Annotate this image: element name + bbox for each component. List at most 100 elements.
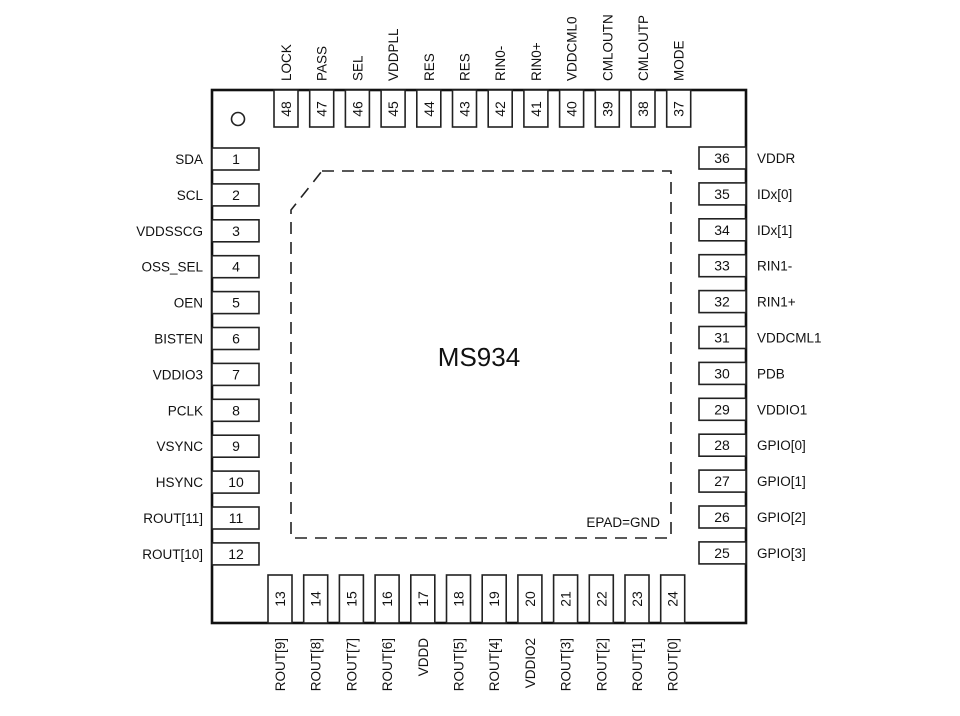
pin-name: RIN0- — [493, 46, 508, 81]
pin-number: 27 — [714, 473, 730, 489]
pin-pad — [211, 398, 260, 423]
pin-pad — [211, 254, 260, 279]
pin-number: 22 — [593, 591, 609, 607]
pin-number: 36 — [714, 150, 730, 166]
pin-number: 26 — [714, 509, 730, 525]
pin-name: ROUT[11] — [143, 511, 203, 526]
pin-number: 5 — [232, 295, 240, 311]
pin-name: GPIO[2] — [757, 510, 806, 525]
pin-name: VDDSSCG — [136, 224, 203, 239]
pin-name: OSS_SEL — [141, 260, 203, 275]
pin-number: 15 — [343, 591, 359, 607]
pin-pad — [211, 470, 260, 494]
pin-pad — [211, 506, 260, 530]
pin-pad — [445, 574, 472, 624]
pin-name: VDDIO2 — [523, 638, 538, 688]
pin-name: GPIO[1] — [757, 474, 806, 489]
pin-pad — [517, 574, 543, 624]
epad-label: EPAD=GND — [586, 515, 660, 530]
pin-name: BISTEN — [154, 332, 203, 347]
pin-name: VDDPLL — [386, 28, 401, 81]
pin-pad — [588, 574, 615, 624]
pin-name: ROUT[10] — [142, 547, 203, 562]
pin-name: ROUT[1] — [630, 638, 645, 691]
pin-pad — [558, 89, 585, 128]
pin-number: 16 — [379, 591, 395, 607]
pin-pad — [630, 89, 656, 128]
pin-number: 1 — [232, 151, 240, 167]
pin-name: ROUT[0] — [666, 638, 681, 691]
pin-pad — [211, 434, 260, 459]
pin-pad — [211, 362, 260, 387]
pin-number: 23 — [629, 591, 645, 607]
pin-pad — [698, 253, 747, 278]
pin-pad — [302, 574, 329, 624]
chip-name: MS934 — [438, 342, 520, 372]
pin-number: 42 — [492, 101, 508, 117]
pin-name: ROUT[6] — [380, 638, 395, 691]
pin-pad — [374, 574, 400, 624]
pin-name: VDDCML0 — [565, 16, 580, 81]
pin-name: HSYNC — [156, 475, 204, 490]
pin-name: PDB — [757, 366, 785, 381]
pin-name: SEL — [350, 55, 365, 81]
pin-name: MODE — [672, 41, 687, 82]
pin-number: 41 — [528, 101, 544, 117]
pin-number: 19 — [486, 591, 502, 607]
pin-name: ROUT[7] — [344, 638, 359, 691]
pin-number: 9 — [232, 438, 240, 454]
pin-pad — [698, 541, 747, 565]
pin-pad — [308, 89, 335, 128]
pin-pad — [665, 89, 692, 128]
pin-name: SCL — [177, 188, 204, 203]
exposed-pad-outline — [290, 170, 672, 539]
pin-pad — [380, 89, 406, 128]
pin-pad — [211, 542, 260, 566]
pin-number: 40 — [564, 101, 580, 117]
pin-34: 34 IDx[1] — [698, 218, 792, 242]
pin-number: 35 — [714, 186, 730, 202]
pin-name: VDDIO3 — [153, 367, 203, 382]
pin-name: VSYNC — [156, 439, 203, 454]
pin-40: 40 VDDCML0 — [558, 16, 585, 128]
pin-name: RIN1- — [757, 259, 792, 274]
pin-number: 14 — [308, 591, 324, 607]
pin-number: 34 — [714, 222, 730, 238]
pin-number: 24 — [665, 591, 681, 607]
pin-42: 42 RIN0- — [487, 46, 514, 128]
pin-number: 38 — [635, 101, 651, 117]
pin-name: IDx[1] — [757, 223, 792, 238]
pin-pad — [211, 326, 260, 351]
pin-pad — [698, 505, 747, 529]
pin-number: 32 — [714, 294, 730, 310]
pin-number: 12 — [228, 546, 244, 562]
pin-name: CMLOUTP — [636, 15, 651, 81]
pin-pad — [698, 469, 747, 493]
pin-number: 8 — [232, 402, 240, 418]
pin-pad — [698, 218, 747, 242]
pin-name: RES — [422, 53, 437, 81]
package-outline — [210, 88, 748, 625]
pin-name: ROUT[2] — [594, 638, 609, 691]
pin-38: 38 CMLOUTP — [630, 15, 656, 128]
